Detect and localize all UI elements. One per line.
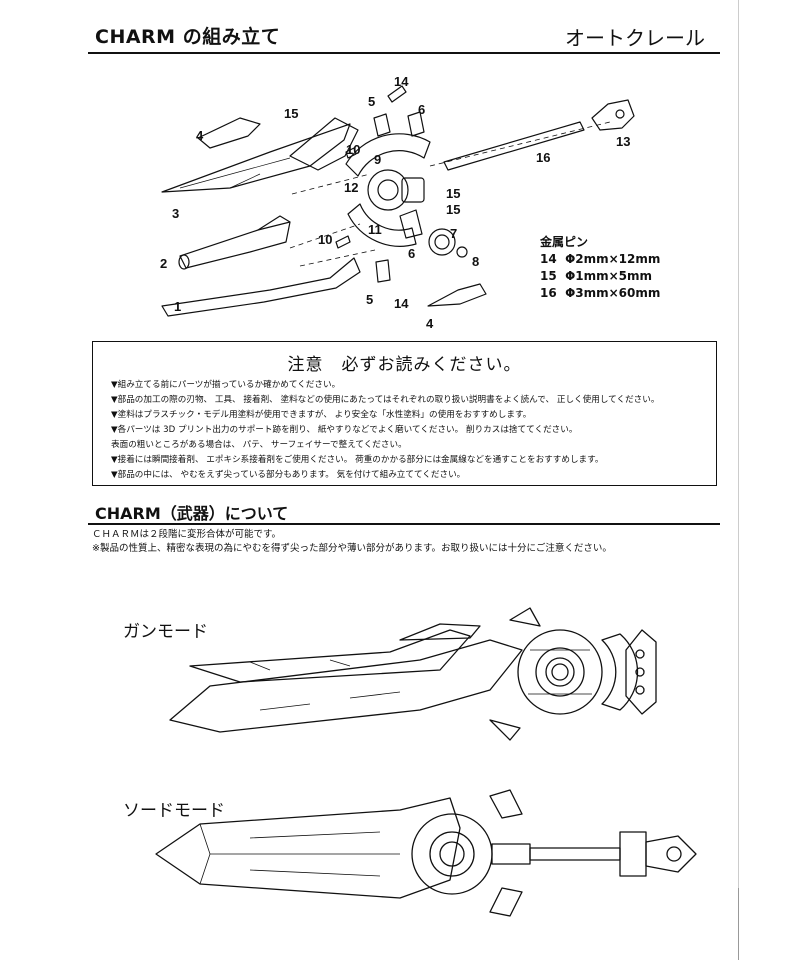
- part-13-cap: [591, 99, 635, 131]
- notice-title: 注意 必ずお読みください。: [287, 355, 522, 375]
- part-4-lower: [427, 283, 487, 307]
- label-14b: 14: [394, 296, 409, 311]
- part-12-hub: [367, 169, 409, 211]
- part-10-pin: [335, 235, 351, 249]
- gun-mode-label: ガンモード: [123, 622, 208, 642]
- notice-item: ▼接着には瞬間接着剤、 エポキシ系接着剤をご使用ください。 荷重のかかる部分には…: [111, 455, 604, 465]
- label-4a: 4: [196, 128, 204, 143]
- part-4-upper: [197, 117, 261, 149]
- part-15-piece: [289, 117, 359, 171]
- label-8: 8: [472, 254, 479, 269]
- notice-item: ▼各パーツは 3D プリント出力のサポート跡を削り、 紙やすりなどでよく磨いてく…: [111, 425, 578, 435]
- part-3-blade: [161, 123, 351, 193]
- label-11: 11: [368, 222, 382, 237]
- part-5-bracket-top: [373, 113, 391, 137]
- part-2-barrel: [179, 221, 291, 269]
- part-11-ring: [347, 203, 417, 247]
- section-divider: [88, 523, 720, 525]
- notice-box: 注意 必ずお読みください。 ▼組み立てる前にパーツが揃っているか確かめてください…: [92, 341, 717, 486]
- label-12: 12: [344, 180, 358, 195]
- label-2: 2: [160, 256, 167, 271]
- notice-item: ▼部品の加工の際の刃物、 工具、 接着剤、 塗料などの使用にあたってはそれぞれの…: [111, 395, 660, 405]
- notice-list: ▼組み立てる前にパーツが揃っているか確かめてください。 ▼部品の加工の際の刃物、…: [111, 378, 659, 483]
- page-title: CHARM の組み立て: [95, 26, 281, 48]
- label-10b: 10: [318, 232, 332, 247]
- part-14-pin-top: [387, 85, 407, 103]
- label-6b: 6: [408, 246, 415, 261]
- about-text: ＣＨＡＲＭは２段階に変形合体が可能です。 ※製品の性質上、精密な表現の為にやむを…: [92, 528, 612, 556]
- label-9: 9: [374, 152, 381, 167]
- author-name: オートクレール: [565, 26, 705, 50]
- header-divider: [88, 52, 720, 54]
- part-9-ring: [345, 133, 431, 177]
- label-10a: 10: [346, 142, 360, 157]
- part-16-pin: [443, 121, 585, 171]
- label-7: 7: [450, 226, 457, 241]
- part-6-lower: [399, 209, 423, 239]
- sword-mode-label: ソードモード: [123, 801, 225, 821]
- label-5a: 5: [368, 94, 375, 109]
- pin-row: 15 Φ1mm×5mm: [540, 269, 653, 283]
- notice-item: ▼塗料はプラスチック・モデル用塗料が使用できますが、 より安全な「水性塗料」の使…: [111, 410, 532, 420]
- pin-row: 16 Φ3mm×60mm: [540, 286, 661, 300]
- notice-item: ▼組み立てる前にパーツが揃っているか確かめてください。: [111, 380, 341, 390]
- label-6a: 6: [418, 102, 425, 117]
- about-line: ＣＨＡＲＭは２段階に変形合体が可能です。: [92, 529, 282, 540]
- label-15c: 15: [446, 202, 460, 217]
- page-edge-line: [738, 0, 739, 960]
- notice-item: 表面の粗いところがある場合は、 パテ、 サーフェイサーで整えてください。: [111, 440, 407, 450]
- part-6-bracket-top: [407, 111, 425, 137]
- label-4b: 4: [426, 316, 434, 331]
- part-5-bracket-bottom: [375, 259, 391, 283]
- part-7-ring: [428, 228, 456, 256]
- notice-item: ▼部品の中には、 やむをえず尖っている部分もあります。 気を付けて組み立ててくだ…: [111, 470, 466, 480]
- part-1-rail: [161, 257, 361, 317]
- gun-mode-illustration: [169, 607, 657, 741]
- assembly-diagram: 1 2 3 4 4 5 5 6 6 7 8 9 10 10 11 12 13 1…: [160, 74, 635, 331]
- pin-legend: 金属ピン 14 Φ2mm×12mm 15 Φ1mm×5mm 16 Φ3mm×60…: [540, 234, 660, 302]
- about-line: ※製品の性質上、精密な表現の為にやむを得ず尖った部分や薄い部分があります。お取り…: [92, 543, 612, 554]
- section-title: CHARM（武器）について: [95, 504, 289, 523]
- page-edge-line: [738, 888, 739, 960]
- sword-mode-illustration: [155, 789, 697, 917]
- label-5b: 5: [366, 292, 373, 307]
- part-8-washer: [456, 246, 468, 258]
- label-16: 16: [536, 150, 550, 165]
- pin-row: 14 Φ2mm×12mm: [540, 252, 661, 266]
- label-15b: 15: [446, 186, 460, 201]
- pin-legend-title: 金属ピン: [540, 235, 589, 249]
- label-14a: 14: [394, 74, 409, 89]
- label-15a: 15: [284, 106, 298, 121]
- label-3: 3: [172, 206, 179, 221]
- label-1: 1: [174, 299, 181, 314]
- label-13: 13: [616, 134, 630, 149]
